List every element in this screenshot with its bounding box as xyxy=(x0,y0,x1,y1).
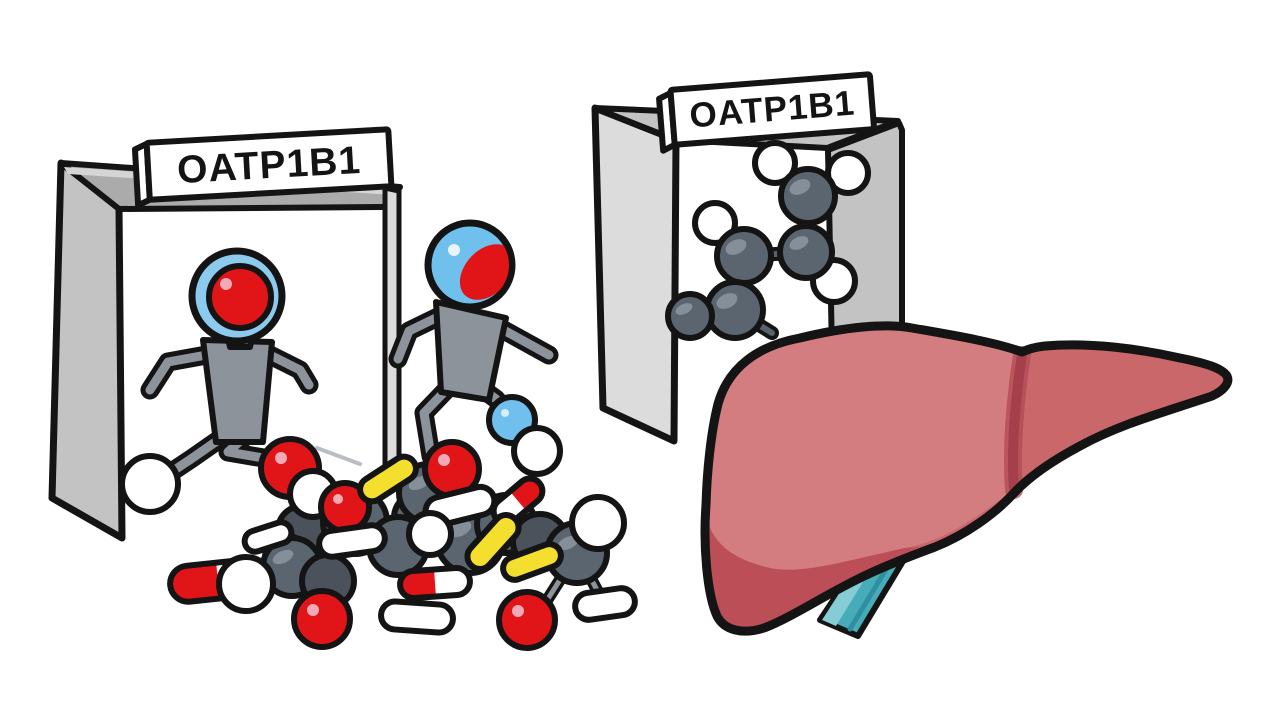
liver-icon xyxy=(700,321,1233,636)
figure2-torso-icon xyxy=(433,299,509,403)
left-gate-sign: OATP1B1 xyxy=(131,126,395,209)
pill-tablet-white-icon xyxy=(316,522,388,560)
figure-torso-icon xyxy=(200,337,275,445)
carbon-atom-icon xyxy=(778,166,838,226)
foot-sphere-white2-icon xyxy=(511,425,563,477)
figure-head-molecule-icon xyxy=(206,263,274,331)
pill-tablet-white-icon xyxy=(241,519,295,555)
left-transporter-gate: OATP1B1 xyxy=(48,126,403,542)
pill-capsule-redwhite-icon xyxy=(397,565,473,601)
liver-outline xyxy=(700,321,1233,636)
foot-sphere-white-icon xyxy=(119,453,181,515)
figure2-head-red-patch xyxy=(459,244,509,300)
pill-tablet-white-icon xyxy=(572,585,638,623)
pill-capsule-yellow-icon xyxy=(500,541,564,583)
carbon-atom-icon xyxy=(704,279,766,341)
liver-lobe-divider-core xyxy=(1008,350,1027,495)
carbon-atom-icon xyxy=(777,223,835,281)
pill-sphere-white-icon xyxy=(216,554,276,614)
figure2-head-highlight xyxy=(448,244,460,256)
hydrogen-atom-icon xyxy=(752,140,798,186)
carbon-atom-icon xyxy=(714,226,774,286)
right-gate-post-icon xyxy=(591,104,680,445)
pill-tablet-white-icon xyxy=(378,598,456,636)
pill-sphere-red-icon xyxy=(496,589,558,651)
left-gate-far-post-icon xyxy=(382,185,402,481)
pill-capsule-yellow-icon xyxy=(464,512,522,572)
drug-figure-left xyxy=(119,247,319,515)
liver-dark-shade xyxy=(705,515,920,632)
right-gate-sign-board xyxy=(667,71,877,148)
pill-capsule-yellow-icon xyxy=(357,453,419,505)
left-gate-sign-label: OATP1B1 xyxy=(176,139,362,192)
hydrogen-atom-icon xyxy=(825,150,871,196)
pill-sphere-red-icon xyxy=(291,588,353,650)
pill-sphere-white-icon xyxy=(406,510,454,558)
right-gate-sign: OATP1B1 xyxy=(656,71,877,154)
left-gate-sign-board xyxy=(143,126,395,203)
molecule-icon xyxy=(665,140,871,341)
carbon-atom-icon xyxy=(665,291,715,341)
left-gate-post-icon xyxy=(48,159,126,542)
pill-sphere-white-icon xyxy=(569,494,627,552)
drug-figure-right xyxy=(388,219,563,477)
thin-stick-icon xyxy=(315,446,362,466)
foot-sphere-blue-highlight xyxy=(501,409,509,417)
pill-pile xyxy=(167,436,638,651)
liver-light-shade xyxy=(705,325,1020,570)
figure-head-highlight xyxy=(220,278,232,290)
